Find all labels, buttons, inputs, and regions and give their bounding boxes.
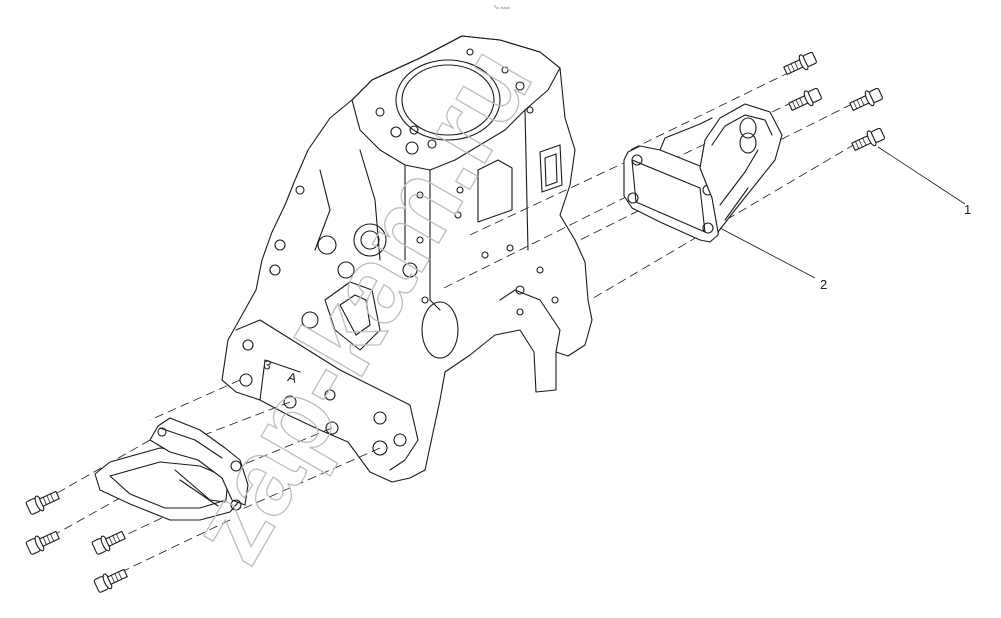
callout-1-label: 1 [964, 202, 971, 217]
callout-1-group: 1 [877, 146, 971, 217]
callout-2-label: 2 [820, 277, 827, 292]
bolt-upper-4 [851, 127, 885, 151]
casting-mark-a: A [286, 369, 299, 386]
callout-2-leader [719, 227, 816, 279]
bolt-lower-4 [93, 568, 128, 593]
bolt-lower-3 [91, 530, 126, 555]
bolt-upper-1 [783, 51, 817, 75]
engine-block: 3 A [221, 35, 593, 483]
engine-mount-bracket-lower [94, 417, 249, 521]
callout-2-group: 2 [719, 227, 827, 292]
bolt-upper-2 [788, 87, 822, 111]
engine-mount-bracket-upper [623, 103, 783, 243]
bolt-lower-2 [25, 530, 60, 555]
callout-1-leader [877, 146, 966, 205]
bolt-upper-3 [849, 87, 883, 111]
header-mark: ⁰ₘ ₘₘₘ [494, 5, 510, 11]
assembly-lines [44, 71, 856, 576]
bolt-lower-1 [25, 490, 60, 515]
casting-mark-3: 3 [262, 357, 273, 373]
